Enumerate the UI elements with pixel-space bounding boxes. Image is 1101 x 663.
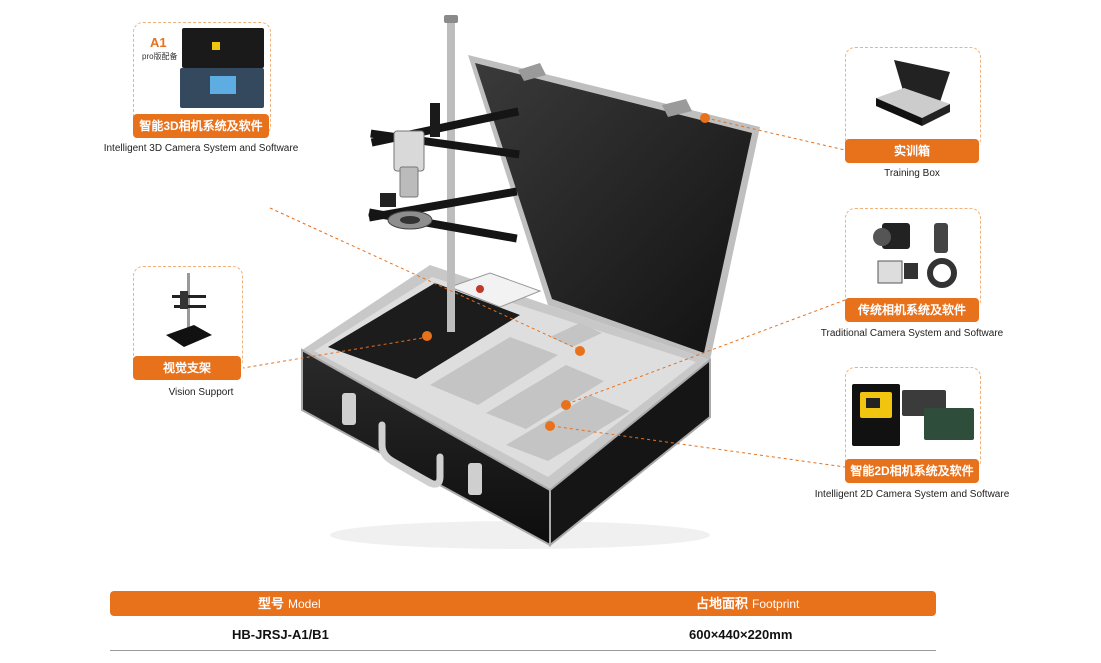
- header-footprint-en: Footprint: [752, 597, 800, 611]
- card-traditional-camera: [845, 208, 981, 310]
- traditional-camera-image: [873, 223, 957, 288]
- caption-3d-camera: Intelligent 3D Camera System and Softwar…: [103, 143, 299, 154]
- 3d-software-screenshot: [180, 68, 264, 108]
- card-training-box: [845, 47, 981, 149]
- caption-vision-support: Vision Support: [168, 387, 234, 398]
- caption-traditional-camera: Traditional Camera System and Software: [820, 328, 1004, 339]
- card-2d-camera: [845, 367, 981, 471]
- training-box-image: [876, 60, 950, 126]
- badge-2d-camera: 智能2D相机系统及软件: [845, 459, 979, 483]
- 2d-software-screenshot-2: [924, 408, 974, 440]
- card-vision-support: [133, 266, 243, 370]
- header-footprint-cn: 占地面积: [696, 596, 749, 611]
- header-model-cn: 型号: [258, 596, 285, 611]
- 2d-camera-image: [852, 384, 900, 446]
- tag-pro-edition: pro版配备: [142, 52, 178, 61]
- badge-traditional-camera: 传统相机系统及软件: [845, 298, 979, 322]
- header-model-en: Model: [288, 597, 321, 611]
- caption-training-box: Training Box: [884, 168, 940, 179]
- footprint-value: 600×440×220mm: [689, 627, 793, 642]
- training-case-illustration: [301, 15, 760, 549]
- badge-vision-support: 视觉支架: [133, 356, 241, 380]
- badge-training-box: 实训箱: [845, 139, 979, 163]
- model-value: HB-JRSJ-A1/B1: [232, 627, 329, 642]
- tag-a1: A1: [150, 35, 167, 50]
- vision-support-image: [166, 273, 212, 347]
- caption-2d-camera: Intelligent 2D Camera System and Softwar…: [814, 489, 1010, 500]
- 3d-camera-image: [182, 28, 264, 68]
- badge-3d-camera: 智能3D相机系统及软件: [133, 114, 269, 138]
- table-bottom-rule: [110, 650, 936, 651]
